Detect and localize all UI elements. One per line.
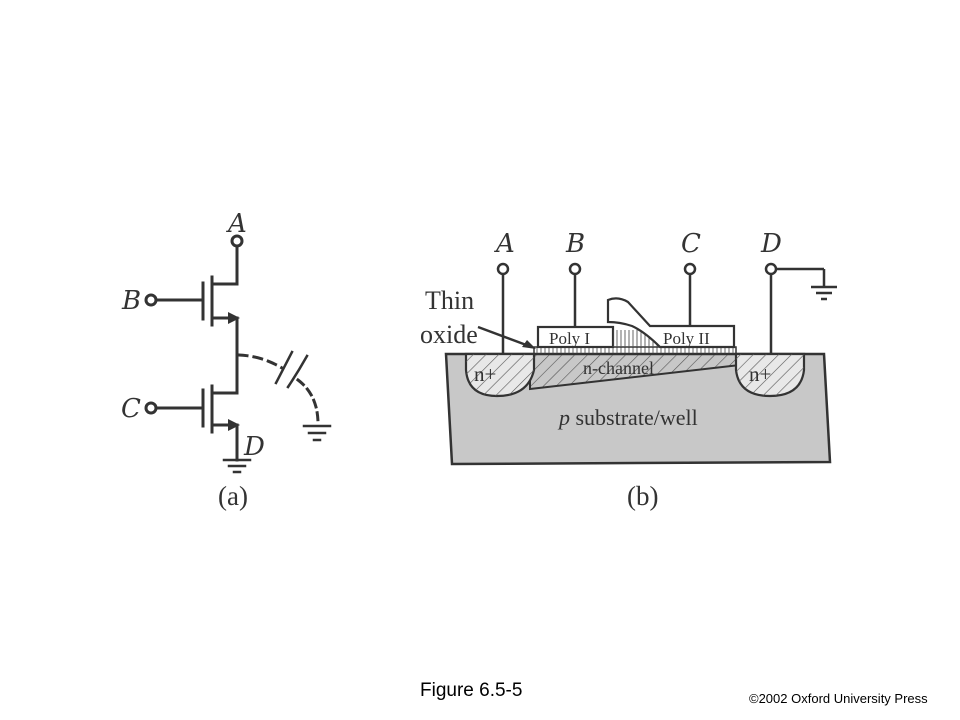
label-b-terminal-c: C (681, 229, 701, 259)
panel-a-label: (a) (218, 481, 248, 511)
n-channel-label: n-channel (583, 358, 654, 378)
poly-ii-label: Poly II (663, 329, 710, 348)
terminal-b-a-node (496, 262, 510, 276)
substrate-label-p: p (557, 405, 570, 430)
label-a-terminal-b: B (121, 286, 141, 316)
substrate-label: p substrate/well (557, 405, 698, 430)
upper-arrow-icon (228, 312, 240, 324)
cap-dashed-lead (237, 353, 285, 371)
label-b-terminal-b: B (565, 229, 585, 259)
panel-b-cross-section (444, 262, 837, 466)
label-a-terminal-d: D (243, 432, 265, 462)
thin-oxide-label-line1: Thin (425, 286, 474, 315)
label-a-terminal-c: C (121, 394, 141, 424)
poly-i-label: Poly I (549, 329, 590, 348)
substrate-label-rest: substrate/well (570, 405, 698, 430)
capacitor-plate-2 (286, 354, 309, 389)
figure-caption: Figure 6.5-5 (420, 680, 523, 701)
poly-ii-gate (606, 297, 736, 349)
thin-oxide-arrow-icon (522, 340, 536, 349)
label-b-terminal-a: A (494, 229, 515, 259)
capacitor-plate-1 (274, 350, 294, 385)
thin-oxide-label-line2: oxide (420, 320, 478, 349)
label-b-terminal-d: D (760, 229, 782, 259)
terminal-b-d-node (764, 262, 778, 276)
cap-dashed-return (295, 377, 320, 426)
lower-arrow-icon (228, 419, 240, 431)
n-plus-left-label: n+ (474, 362, 496, 386)
terminal-b-c-node (683, 262, 697, 276)
n-plus-right-label: n+ (749, 362, 771, 386)
terminal-b-b-node (568, 262, 582, 276)
label-a-terminal-a: A (226, 209, 247, 239)
panel-b-label: (b) (627, 481, 658, 511)
copyright-notice: ©2002 Oxford University Press (749, 691, 928, 706)
panel-a-circuit (144, 234, 332, 474)
